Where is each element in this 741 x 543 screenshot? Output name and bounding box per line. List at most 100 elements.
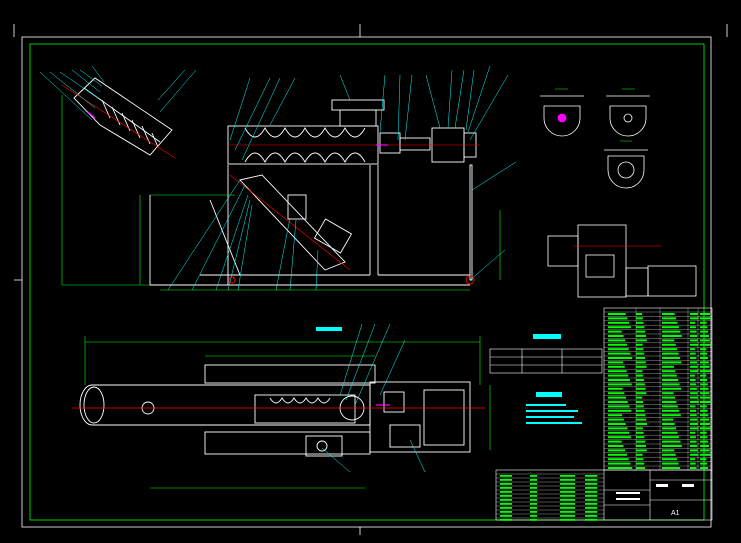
- parts-list-cell: [608, 392, 625, 395]
- parts-list-cell: [636, 453, 643, 456]
- parts-list-cell: [700, 365, 710, 368]
- parts-list-cell: [662, 370, 676, 373]
- parts-list-cell: [700, 418, 710, 421]
- parts-list-cell: [636, 321, 644, 324]
- parts-list-cell: [700, 387, 709, 390]
- parts-list-cell: [662, 374, 677, 377]
- title-block-cell: [530, 491, 537, 493]
- parts-list-cell: [636, 462, 645, 465]
- parts-list-cell: [690, 458, 696, 461]
- parts-list-cell: [662, 387, 682, 390]
- parts-list-cell: [700, 462, 708, 465]
- parts-list-cell: [636, 357, 645, 359]
- parts-list-cell: [662, 352, 679, 355]
- title-block-cell: [560, 499, 575, 501]
- parts-list-cell: [608, 387, 623, 390]
- parts-list-cell: [690, 449, 698, 452]
- parts-list-cell: [700, 374, 707, 377]
- parts-list-cell: [608, 357, 633, 359]
- parts-list-cell: [700, 321, 707, 324]
- parts-list-cell: [662, 321, 678, 324]
- parts-list-cell: [690, 370, 699, 373]
- parts-list-cell: [636, 339, 647, 342]
- title-block-cell: [530, 507, 537, 509]
- parts-list-cell: [608, 409, 632, 412]
- parts-list-cell: [700, 436, 708, 439]
- sheet-size-label: A1: [671, 510, 680, 517]
- parts-list-cell: [700, 383, 708, 386]
- parts-list-cell: [690, 423, 698, 425]
- title-block-cell: [560, 495, 575, 497]
- parts-list-cell: [636, 370, 643, 373]
- parts-list-cell: [662, 379, 679, 381]
- parts-list-cell: [700, 379, 707, 381]
- parts-list-cell: [700, 352, 708, 355]
- parts-list-cell: [636, 361, 646, 364]
- parts-list-cell: [636, 374, 644, 377]
- parts-list-cell: [636, 418, 647, 421]
- parts-list-cell: [636, 387, 646, 390]
- parts-list-cell: [662, 458, 678, 461]
- parts-list-cell: [700, 409, 708, 412]
- title-block-cell: [560, 487, 575, 489]
- parts-list-cell: [690, 313, 698, 315]
- parts-list-cell: [636, 401, 643, 403]
- parts-list-cell: [608, 365, 625, 368]
- title-block-cell: [585, 491, 598, 493]
- title-block-cell: [560, 479, 575, 481]
- parts-list-cell: [608, 453, 627, 456]
- parts-list-cell: [662, 462, 679, 465]
- parts-list-cell: [608, 401, 628, 403]
- parts-list-cell: [690, 418, 698, 421]
- parts-list-cell: [700, 361, 709, 364]
- parts-list-cell: [662, 330, 681, 333]
- parts-list-cell: [662, 405, 678, 408]
- parts-list-cell: [608, 462, 631, 465]
- parts-list: [603, 307, 713, 471]
- parts-list-cell: [608, 321, 630, 324]
- title-block-cell: [585, 487, 598, 489]
- parts-list-cell: [662, 423, 675, 425]
- parts-list-cell: [636, 348, 644, 351]
- parts-list-cell: [608, 317, 628, 320]
- parts-list-cell: [690, 379, 696, 381]
- title-block-cell: [500, 515, 512, 517]
- title-block-cell: [500, 487, 512, 489]
- title-block-cell: [530, 519, 537, 521]
- parts-list-cell: [636, 326, 645, 329]
- title-block-cell: [500, 511, 512, 513]
- parts-list-cell: [662, 343, 676, 346]
- parts-list-cell: [662, 449, 675, 452]
- title-block-cell: [500, 507, 512, 509]
- parts-list-cell: [690, 374, 695, 377]
- parts-list-cell: [636, 352, 645, 355]
- title-block-cell: [500, 491, 512, 493]
- parts-list-cell: [662, 357, 680, 359]
- parts-list-cell: [662, 414, 681, 417]
- parts-list-cell: [636, 313, 642, 315]
- parts-list-cell: [608, 449, 626, 452]
- title-block-cell: [530, 515, 537, 517]
- title-block-cell: [530, 475, 537, 477]
- title-block-cell: [500, 519, 512, 521]
- plan-dimensions: [84, 336, 491, 489]
- parts-list-cell: [608, 330, 622, 333]
- parts-list-cell: [690, 383, 697, 386]
- parts-list-cell: [690, 357, 697, 359]
- parts-list-cell: [636, 414, 646, 417]
- parts-list-cell: [662, 339, 675, 342]
- parts-list-cell: [608, 396, 627, 399]
- parts-list-cell: [608, 440, 622, 443]
- parts-list-cell: [700, 370, 711, 373]
- parts-list-cell: [636, 405, 644, 408]
- tech-notes-title: [536, 392, 562, 397]
- parts-list-cell: [636, 423, 647, 425]
- parts-list-cell: [700, 458, 707, 461]
- parts-list-cell: [662, 392, 674, 395]
- parts-list-cell: [700, 449, 710, 452]
- parts-list-cell: [608, 383, 632, 386]
- title-block-cell: [530, 511, 537, 513]
- parts-list-cell: [690, 462, 696, 465]
- parts-list-cell: [690, 317, 699, 320]
- parts-list-cell: [662, 383, 680, 386]
